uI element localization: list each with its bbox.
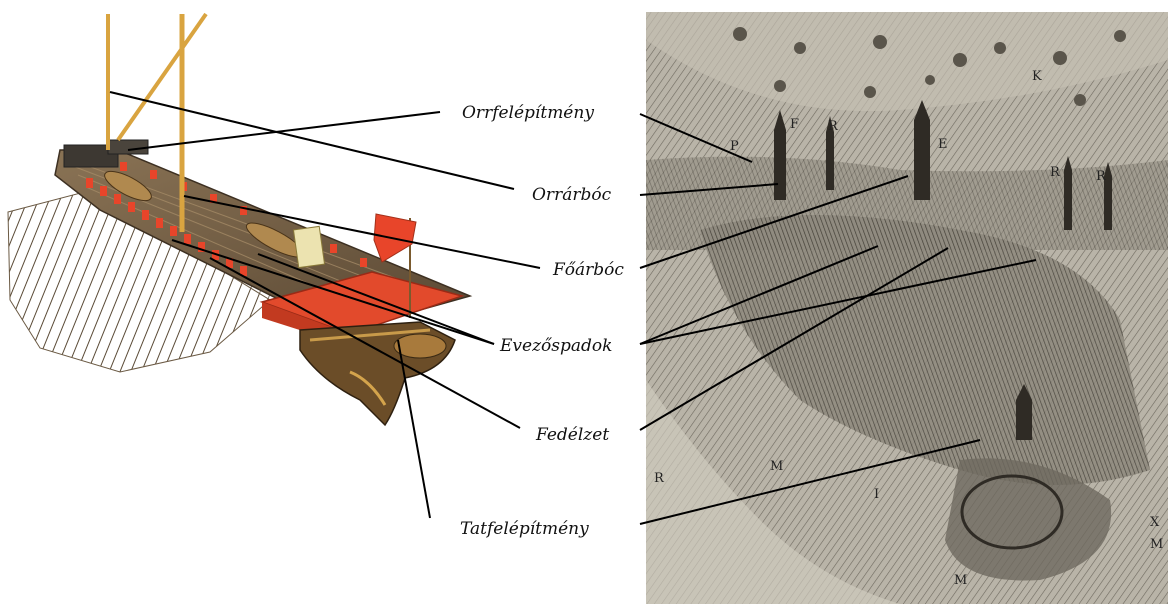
map-letter-r4: R xyxy=(654,471,665,486)
engraving-map: F R E K R R P M R M I X M xyxy=(646,12,1168,604)
map-letter-r: R xyxy=(828,119,839,134)
map-letter-m3: M xyxy=(954,573,967,588)
map-letter-x: X xyxy=(1150,515,1160,530)
label-evezospadok: Evezőspadok xyxy=(499,336,612,356)
map-letter-r2: R xyxy=(1050,165,1061,180)
label-orrarboc: Orrárbóc xyxy=(532,185,612,205)
label-orrfelepitmeny: Orrfelépítmény xyxy=(462,103,594,123)
emblem-banner xyxy=(293,226,324,267)
label-tatfelepitmeny: Tatfelépítmény xyxy=(460,519,589,539)
map-letter-i: I xyxy=(874,487,879,502)
labels: Orrfelépítmény Orrárbóc Főárbóc Evezőspa… xyxy=(460,103,624,539)
label-fedelzet: Fedélzet xyxy=(535,425,609,445)
map-letter-f: F xyxy=(790,117,799,132)
map-letter-p: P xyxy=(730,139,739,154)
map-letter-e: E xyxy=(938,137,948,152)
map-letter-m: M xyxy=(770,459,783,474)
map-letter-m2: M xyxy=(1150,537,1163,552)
leader-orrfelepitmeny-left xyxy=(128,112,440,150)
map-letter-r3: R xyxy=(1096,169,1107,184)
label-foarboc: Főárbóc xyxy=(552,260,624,280)
yard xyxy=(118,14,206,140)
map-letter-k: K xyxy=(1032,69,1042,84)
